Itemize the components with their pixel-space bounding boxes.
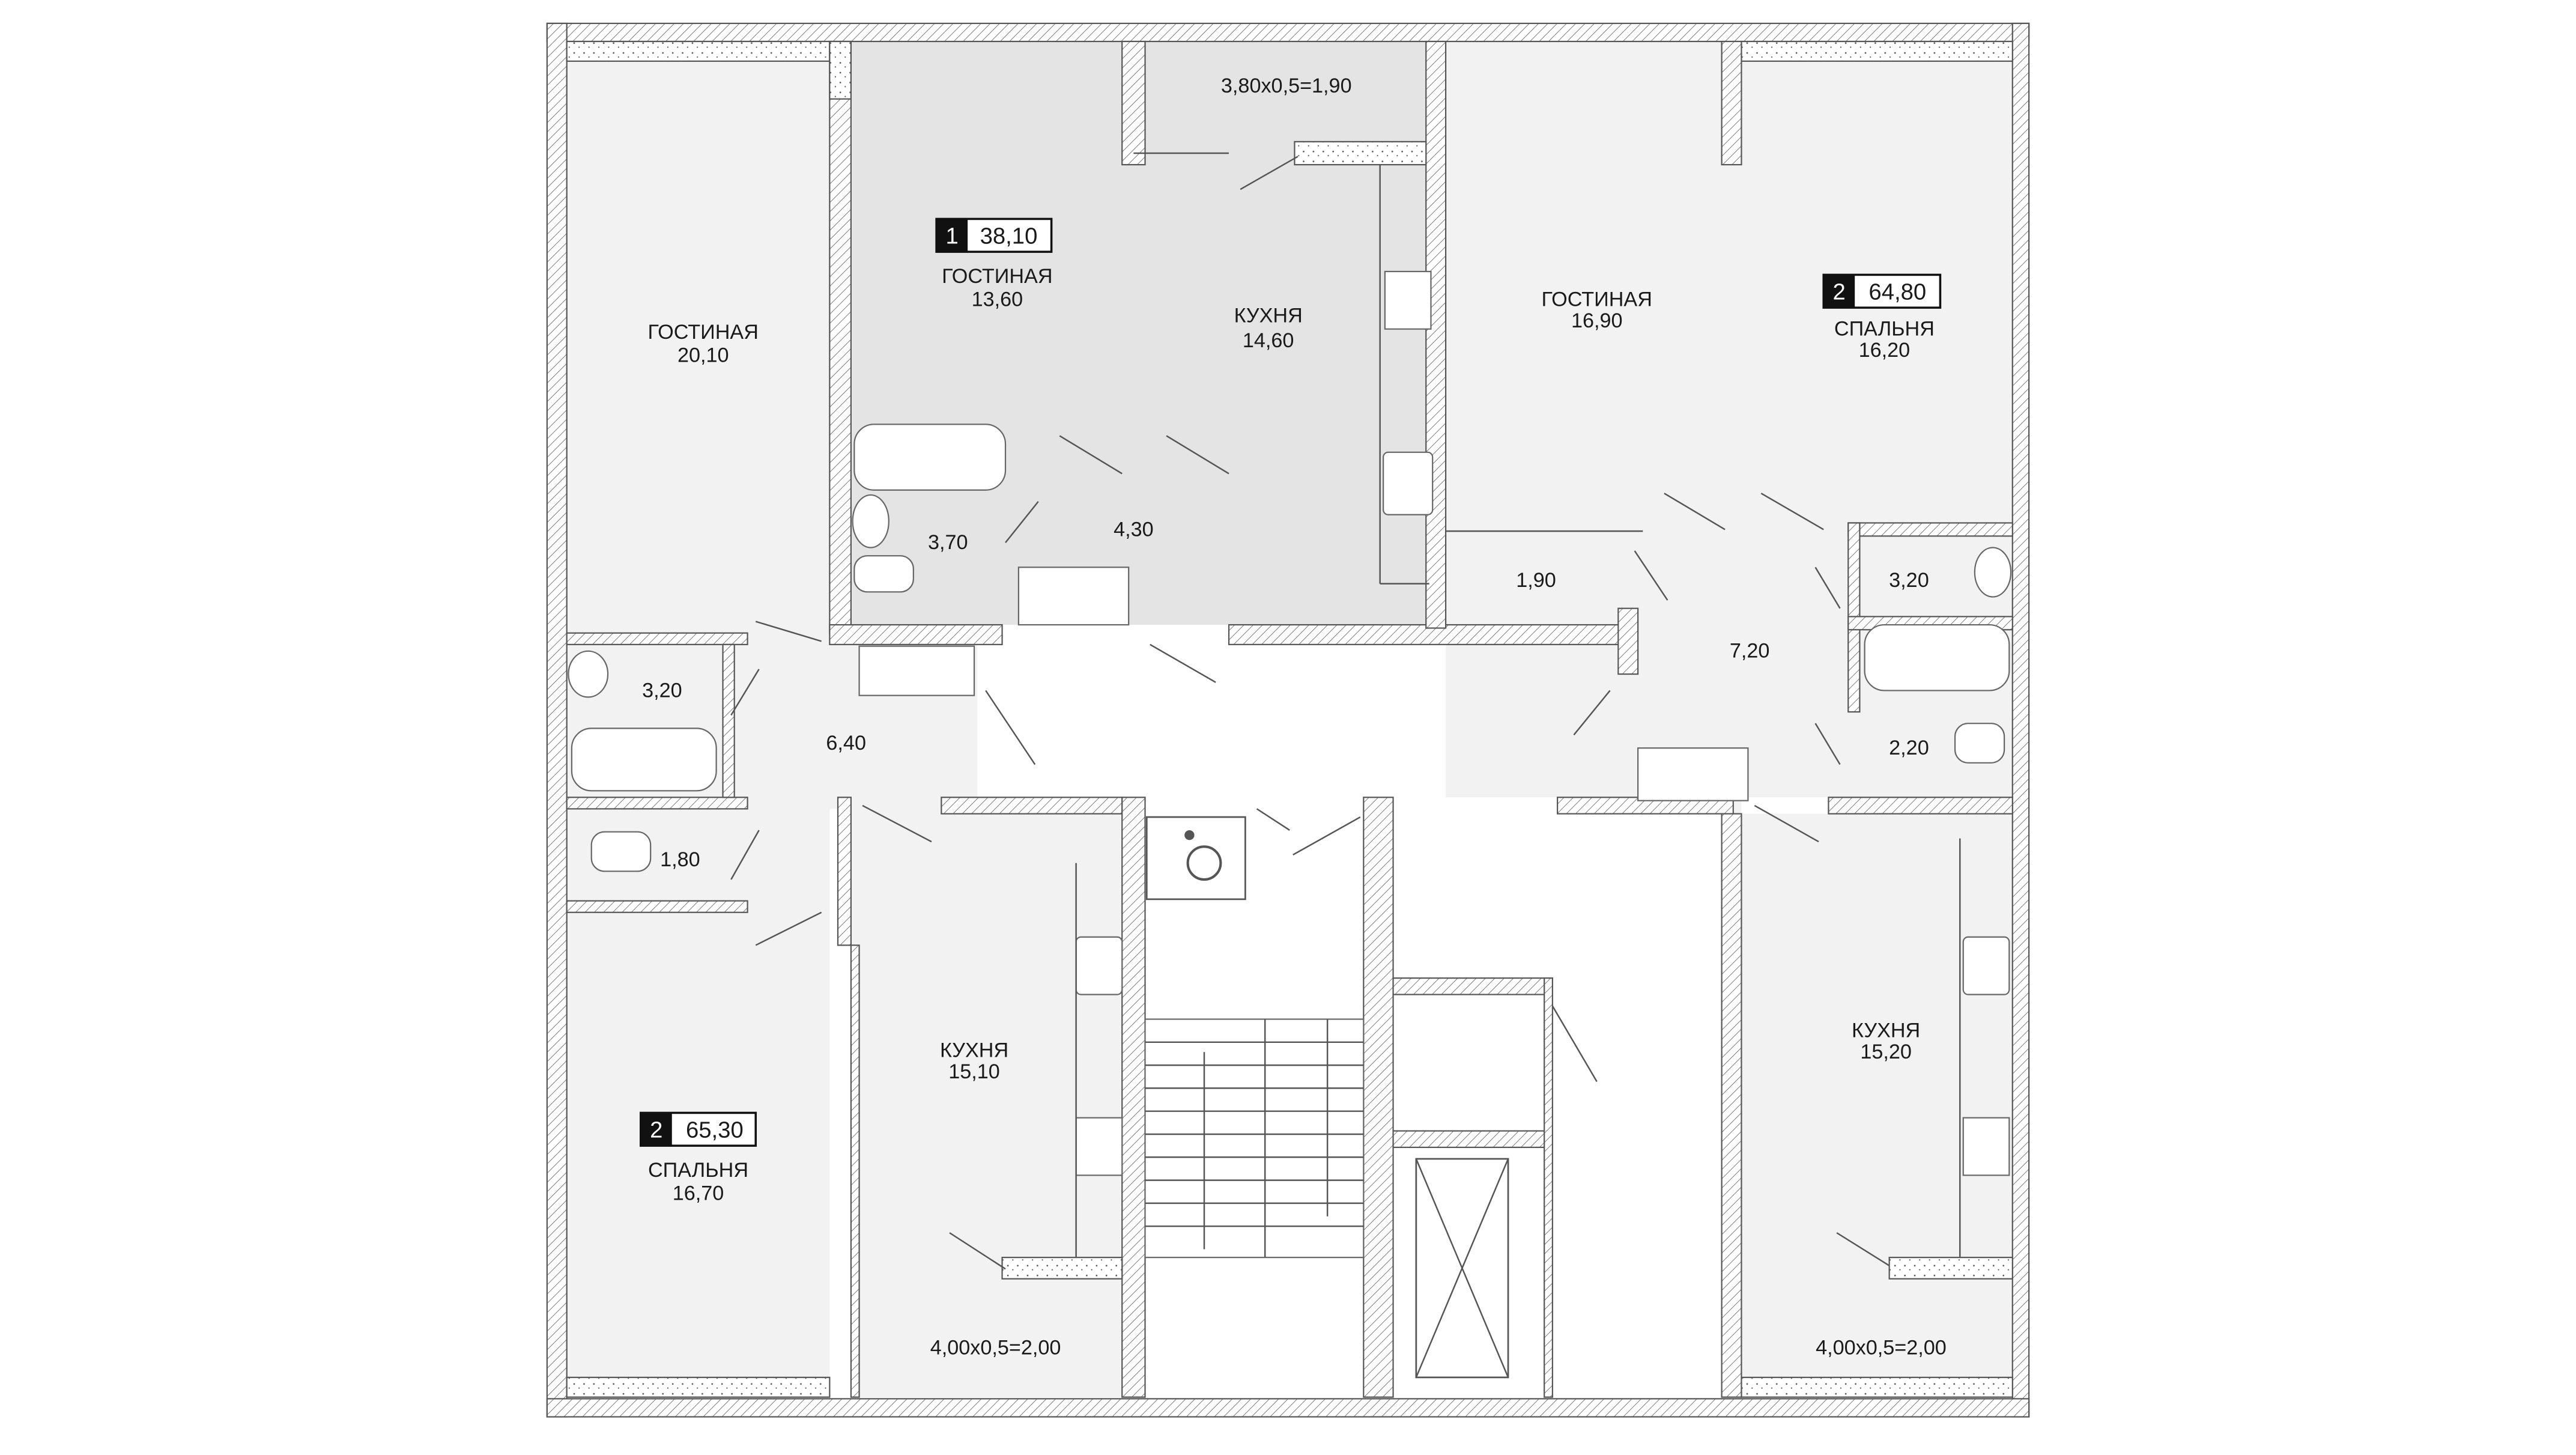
badge-rooms: 2 bbox=[1833, 279, 1846, 305]
sink-icon bbox=[852, 494, 889, 548]
room-name: ГОСТИНАЯ bbox=[942, 265, 1052, 288]
toilet-icon bbox=[1954, 723, 2005, 764]
stove-icon bbox=[1384, 270, 1432, 330]
toilet-icon bbox=[590, 831, 652, 872]
fixtures bbox=[568, 165, 2012, 1258]
stove-icon bbox=[1962, 1117, 2010, 1176]
apartment-right-kitchen-fill bbox=[1741, 813, 2013, 1397]
bathtub-icon bbox=[571, 728, 717, 792]
apartment-1-balcony-fill bbox=[1145, 36, 1426, 141]
stairwell bbox=[1144, 1018, 1365, 1259]
outer-walls bbox=[546, 22, 2030, 1418]
room-area: 15,10 bbox=[948, 1060, 1000, 1083]
badge-area: 65,30 bbox=[686, 1117, 744, 1143]
room-area: 20,10 bbox=[677, 344, 729, 366]
room-area: 16,20 bbox=[1859, 339, 1911, 362]
room-name: СПАЛЬНЯ bbox=[1834, 318, 1935, 341]
room-area: 3,20 bbox=[642, 679, 682, 702]
toilet-icon bbox=[853, 555, 914, 593]
apartment-left-kitchen-fill bbox=[850, 809, 1123, 1397]
room-area: 4,30 bbox=[1114, 518, 1154, 541]
door-swings bbox=[730, 152, 1890, 1270]
room-area: 16,70 bbox=[673, 1182, 724, 1204]
apartment-badge-3: 2 65,30 bbox=[640, 1111, 757, 1147]
wardrobe-icon bbox=[1637, 747, 1749, 801]
room-name: ГОСТИНАЯ bbox=[1542, 288, 1652, 311]
balcony-area-label: 3,80x0,5=1,90 bbox=[1221, 74, 1352, 97]
room-area: 3,20 bbox=[1889, 569, 1929, 592]
kitchen-sink-icon bbox=[1962, 936, 2010, 995]
kitchen-sink-icon bbox=[1383, 451, 1434, 515]
badge-rooms: 2 bbox=[650, 1117, 662, 1143]
wardrobe-icon bbox=[1017, 567, 1130, 626]
sink-icon bbox=[1974, 547, 2012, 598]
wardrobe-icon bbox=[858, 645, 975, 696]
elevator-icon bbox=[1415, 1158, 1509, 1379]
room-area: 15,20 bbox=[1860, 1040, 1912, 1063]
room-name: КУХНЯ bbox=[1234, 305, 1303, 327]
sink-icon bbox=[568, 650, 609, 698]
room-name: КУХНЯ bbox=[1852, 1019, 1920, 1042]
room-area: 3,70 bbox=[928, 531, 968, 554]
room-area: 6,40 bbox=[826, 732, 866, 755]
stove-icon bbox=[1075, 1117, 1123, 1176]
bathtub-icon bbox=[853, 424, 1007, 491]
bathtub-icon bbox=[1864, 624, 2010, 691]
apartment-badge-2: 2 64,80 bbox=[1822, 273, 1942, 309]
interior-walls bbox=[566, 40, 2013, 1398]
badge-area: 38,10 bbox=[980, 223, 1038, 249]
badge-rooms: 1 bbox=[945, 223, 958, 249]
wheelchair-icon bbox=[1145, 816, 1246, 901]
kitchen-sink-icon bbox=[1075, 936, 1123, 995]
room-area: 1,80 bbox=[660, 848, 700, 871]
badge-area: 64,80 bbox=[1868, 279, 1926, 305]
room-area: 14,60 bbox=[1243, 329, 1294, 352]
room-area: 1,90 bbox=[1516, 569, 1556, 592]
room-area: 16,90 bbox=[1571, 309, 1623, 332]
balcony-area-label: 4,00x0,5=2,00 bbox=[930, 1337, 1061, 1359]
room-area: 2,20 bbox=[1889, 737, 1929, 759]
room-area: 13,60 bbox=[972, 288, 1023, 311]
apartment-badge-1: 1 38,10 bbox=[935, 217, 1053, 253]
room-area: 7,20 bbox=[1730, 640, 1770, 663]
room-name: КУХНЯ bbox=[940, 1039, 1008, 1062]
balcony-area-label: 4,00x0,5=2,00 bbox=[1816, 1337, 1947, 1359]
room-name: СПАЛЬНЯ bbox=[648, 1159, 748, 1182]
room-name: ГОСТИНАЯ bbox=[648, 321, 759, 344]
